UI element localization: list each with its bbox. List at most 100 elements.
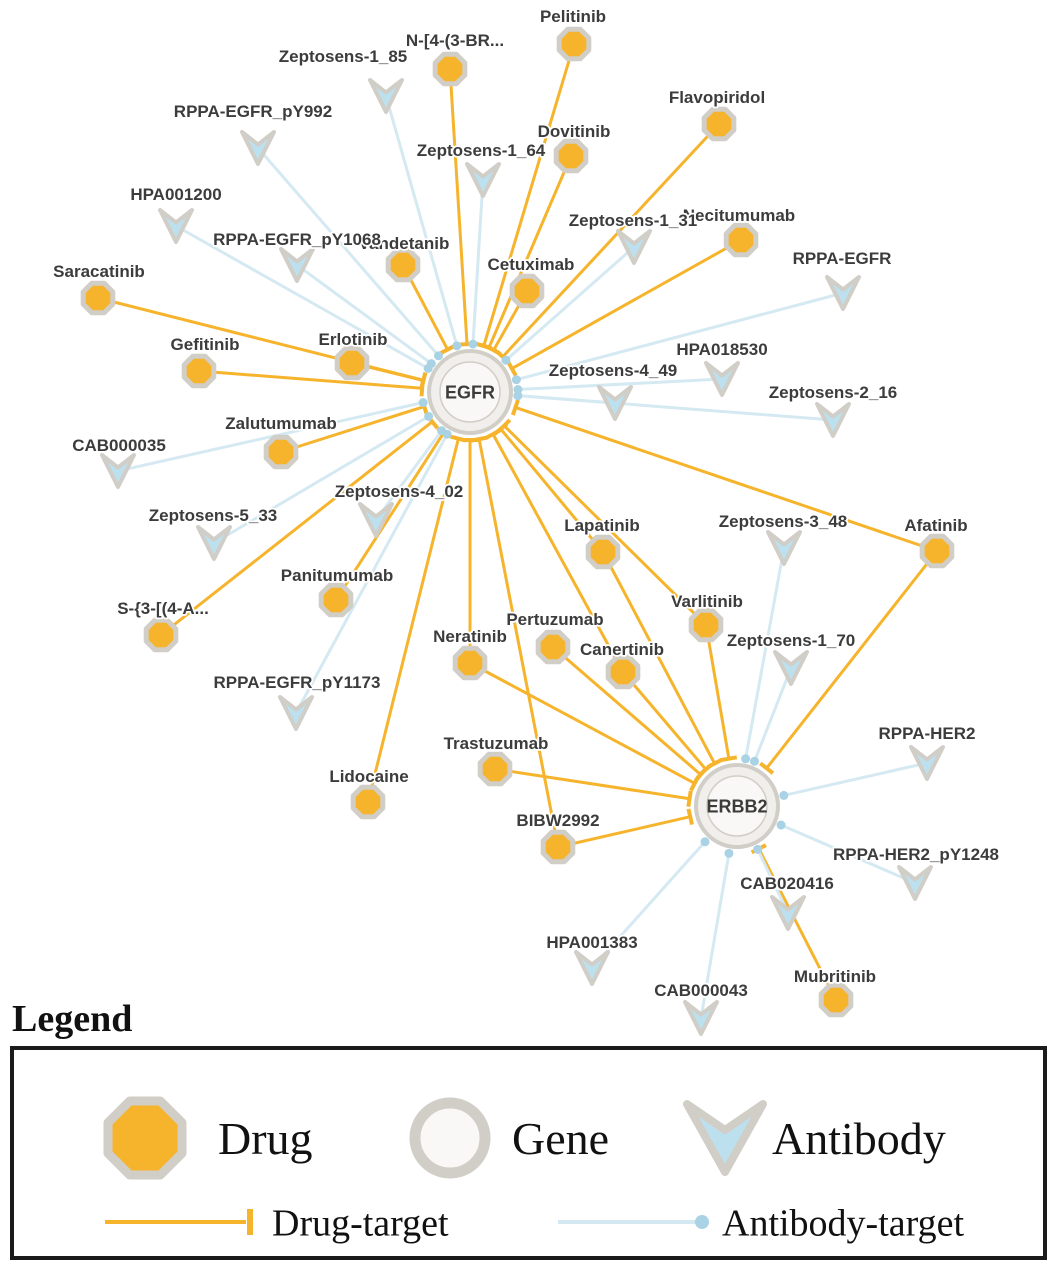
drug-label: Canertinib — [580, 640, 664, 659]
antibody-node-zeptosens-4-49[interactable] — [597, 385, 633, 421]
antibody-node-zeptosens-1-70[interactable] — [773, 650, 809, 686]
antibody-target-dot — [511, 375, 521, 385]
antibody-target-dot — [418, 398, 428, 408]
drug-node-neratinib[interactable] — [452, 645, 488, 681]
antibody-node-zeptosens-4-02[interactable] — [358, 502, 394, 538]
drug-node-varlitinib[interactable] — [688, 607, 724, 643]
drug-target-tee — [759, 761, 775, 775]
drug-node-necitumumab[interactable] — [723, 222, 759, 258]
antibody-node-rppa-egfr-py1068[interactable] — [279, 247, 315, 283]
antibody-target-edge — [374, 429, 443, 521]
gene-node-erbb2[interactable] — [694, 763, 780, 849]
drug-node-pertuzumab[interactable] — [535, 629, 571, 665]
drug-target-edge — [757, 848, 838, 1001]
gene-legend-icon — [409, 1097, 491, 1179]
drug-label: Flavopiridol — [669, 88, 765, 107]
antibody-node-cab020416[interactable] — [770, 895, 806, 931]
antibody-node-zeptosens-2-16[interactable] — [815, 402, 851, 438]
antibody-node-rppa-her2-py1248[interactable] — [897, 865, 933, 901]
drug-label: Lapatinib — [564, 516, 640, 535]
antibody-target-dot — [434, 351, 444, 361]
antibody-label: Zeptosens-4_02 — [335, 482, 464, 501]
drug-node-vandetanib[interactable] — [385, 247, 421, 283]
drug-node-gefitinib[interactable] — [181, 353, 217, 389]
drug-node-n4-3br[interactable] — [432, 51, 468, 87]
antibody-target-edge — [517, 394, 834, 422]
antibody-label: HPA001200 — [130, 185, 221, 204]
antibody-node-hpa001383[interactable] — [574, 950, 610, 986]
drug-target-tee — [497, 418, 512, 433]
drug-node-mubritinib[interactable] — [818, 982, 854, 1018]
drug-target-tee — [419, 372, 428, 389]
drug-target-tee — [720, 755, 738, 763]
antibody-label: RPPA-EGFR — [793, 249, 892, 268]
antibody-node-zeptosens-1-64[interactable] — [465, 162, 501, 198]
legend-title: Legend — [12, 998, 132, 1040]
antibody-label: HPA001383 — [546, 933, 637, 952]
drug-node-saracatinib[interactable] — [80, 280, 116, 316]
drug-label: Dovitinib — [538, 122, 611, 141]
drug-node-bibw2992[interactable] — [540, 829, 576, 865]
drug-target-edge — [469, 661, 696, 785]
antibody-label: Zeptosens-1_70 — [727, 631, 856, 650]
drug-node-s3-4a[interactable] — [143, 617, 179, 653]
drug-label: Saracatinib — [53, 262, 145, 281]
antibody-label: Zeptosens-4_49 — [549, 361, 678, 380]
drug-node-lidocaine[interactable] — [350, 784, 386, 820]
antibody-node-hpa001200[interactable] — [158, 208, 194, 244]
drug-node-pelitinib[interactable] — [556, 26, 592, 62]
drug-node-lapatinib[interactable] — [585, 534, 621, 570]
drug-label: BIBW2992 — [516, 811, 599, 830]
antibody-target-edge — [117, 401, 424, 473]
antibody-node-rppa-her2[interactable] — [909, 745, 945, 781]
antibody-node-hpa018530[interactable] — [704, 361, 740, 397]
drug-legend-icon — [103, 1096, 187, 1180]
antibody-target-dot — [776, 820, 786, 830]
antibody-node-cab000043[interactable] — [683, 1000, 719, 1036]
antibody-node-zeptosens-1-31[interactable] — [616, 229, 652, 265]
antibody-target-dot — [442, 429, 452, 439]
drug-target-edge — [477, 438, 560, 848]
antibody-node-rppa-egfr-py1173[interactable] — [278, 695, 314, 731]
drug-node-canertinib[interactable] — [605, 654, 641, 690]
edges-layer — [97, 43, 939, 1019]
antibody-node-zeptosens-3-48[interactable] — [766, 530, 802, 566]
antibody-target-dot — [753, 844, 763, 854]
drug-label: Pelitinib — [540, 7, 606, 26]
drug-target-edge — [491, 433, 625, 673]
drug-node-trastuzumab[interactable] — [477, 751, 513, 787]
antibody-label: RPPA-EGFR_pY1068 — [213, 230, 381, 249]
antibody-target-edge — [471, 179, 485, 345]
antibody-target-dot — [700, 837, 710, 847]
drug-label: Erlotinib — [319, 330, 388, 349]
drug-label: Pertuzumab — [506, 610, 603, 629]
drug-node-cetuximab[interactable] — [509, 273, 545, 309]
drug-target-edge — [501, 122, 721, 358]
drug-node-zalutumumab[interactable] — [263, 434, 299, 470]
antibody-target-dot — [724, 848, 734, 858]
drug-node-flavopiridol[interactable] — [701, 106, 737, 142]
antibody-target-edge — [516, 291, 844, 382]
drug-target-edge — [557, 815, 691, 849]
drug-node-erlotinib[interactable] — [334, 345, 370, 381]
drug-target-tee — [485, 344, 502, 356]
antibody-target-dot — [513, 391, 523, 401]
drug-node-dovitinib[interactable] — [553, 138, 589, 174]
drug-node-afatinib[interactable] — [919, 533, 955, 569]
antibody-node-cab000035[interactable] — [100, 453, 136, 489]
antibody-node-zeptosens-1-85[interactable] — [368, 78, 404, 114]
antibody-target-edge — [590, 840, 707, 970]
antibody-node-rppa-egfr-py992[interactable] — [240, 130, 276, 166]
drug-target-edge — [482, 43, 576, 347]
drug-target-tee — [686, 808, 694, 825]
drug-node-panitumumab[interactable] — [318, 582, 354, 618]
gene-node-egfr[interactable] — [427, 349, 513, 435]
antibody-target-dot — [452, 341, 462, 351]
drug-target-edge — [160, 420, 434, 637]
drug-target-edge — [366, 438, 460, 803]
antibody-target-edge — [294, 433, 449, 714]
antibody-node-zeptosens-5-33[interactable] — [196, 525, 232, 561]
antibody-node-rppa-egfr[interactable] — [825, 275, 861, 311]
drug-target-edge — [514, 406, 938, 553]
